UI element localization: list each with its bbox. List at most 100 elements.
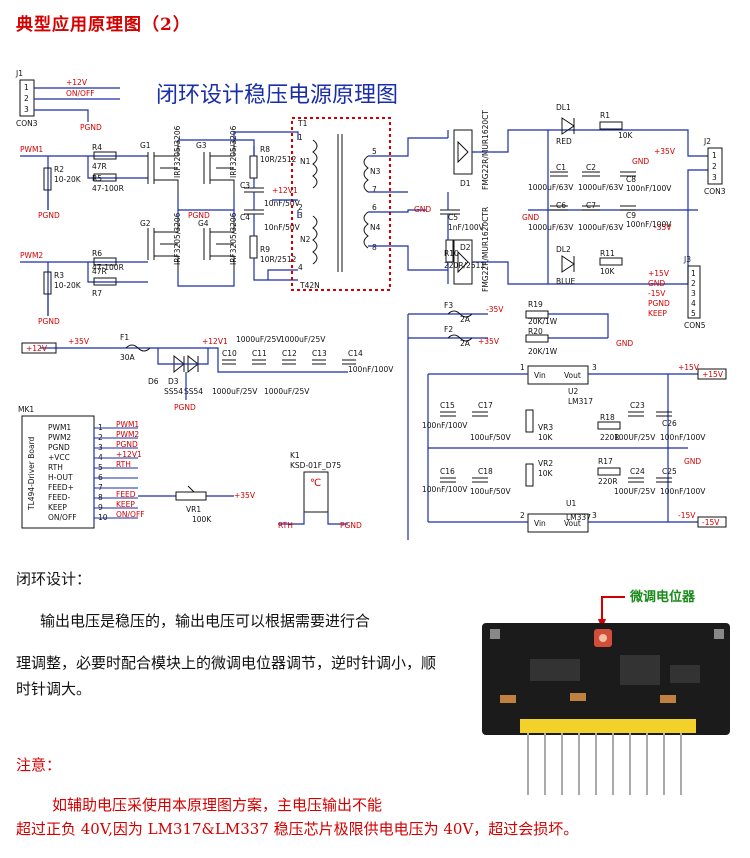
value-c18: 100uF/50V xyxy=(470,487,511,496)
mk1-pin-net: PWM2 xyxy=(116,430,139,439)
note-line-1: 如辅助电压采使用本原理图方案，主电压输出不能 xyxy=(52,796,383,814)
led-dl2: DL2 BLUE xyxy=(556,245,575,286)
u1-pin-2: 2 xyxy=(520,511,525,520)
j3-pin-3: 3 xyxy=(691,289,696,298)
value-r1: 10K xyxy=(618,131,634,140)
pcb-board xyxy=(482,623,730,735)
label-c17: C17 xyxy=(478,401,493,410)
pgnd-1: PGND xyxy=(38,211,60,220)
label-r9: R9 xyxy=(260,245,270,254)
resistor-r8 xyxy=(249,155,258,179)
label-r5: R5 xyxy=(92,174,102,183)
u2-pin-3: 3 xyxy=(592,363,597,372)
label-r4: R4 xyxy=(92,143,102,152)
j1-pin-2: 2 xyxy=(24,94,29,103)
led-dl1-color: RED xyxy=(556,137,572,146)
value-r2: 10-20K xyxy=(54,175,82,184)
pin-header xyxy=(520,719,696,733)
label-r1: R1 xyxy=(600,111,610,120)
u1-pin-3: 3 xyxy=(592,511,597,520)
value-r4: 47R xyxy=(92,162,107,171)
value-r20: 20K/1W xyxy=(528,347,558,356)
net-pgnd-k1: PGND xyxy=(340,521,362,530)
plus15-tag xyxy=(697,368,727,380)
tpin-7: 7 xyxy=(372,185,377,194)
pcb-pad-1 xyxy=(490,629,500,639)
ic-chip-2 xyxy=(620,655,660,685)
j3-net-5: KEEP xyxy=(648,309,667,318)
pcb-pad-2 xyxy=(714,629,724,639)
description-line-1: 输出电压是稳压的，输出电压可以根据需要进行合 xyxy=(40,612,371,630)
thermal-switch-k1 xyxy=(303,471,329,513)
tpin-8: 8 xyxy=(372,243,377,252)
net-rth-k1: RTH xyxy=(278,521,293,530)
winding-n4: N4 xyxy=(370,223,381,232)
mk1-ref: MK1 xyxy=(18,405,34,414)
resistor-r9 xyxy=(249,235,258,259)
value-vr3: 10K xyxy=(538,433,554,442)
note-heading: 注意： xyxy=(16,756,62,774)
trimmer-callout: 微调电位器 xyxy=(629,589,696,605)
mk1-pin-label: ON/OFF xyxy=(48,513,77,522)
transformer-ref: T1 xyxy=(297,119,308,128)
label-r2: R2 xyxy=(54,165,64,174)
resistor-r7 xyxy=(93,277,117,286)
value-c5: 1nF/100V xyxy=(448,223,485,232)
value-c2: 1000uF/63V xyxy=(578,183,624,192)
ic-chip-3 xyxy=(670,665,700,683)
mosfet-g4-label: G4 xyxy=(198,219,209,228)
label-vr1: VR1 xyxy=(186,505,201,514)
led-dl2-color: BLUE xyxy=(556,277,575,286)
value-c12: 1000uF/25V xyxy=(212,387,258,396)
label-d6: D6 xyxy=(148,377,159,386)
net-minus15-reg: -15V xyxy=(678,511,696,520)
j1-connector xyxy=(19,79,35,117)
u1-vin: Vin xyxy=(534,519,546,528)
winding-n3: N3 xyxy=(370,167,381,176)
j3-name: CON5 xyxy=(684,321,706,330)
gnd-reg: GND xyxy=(684,457,701,466)
net-minus35-in: -35V xyxy=(486,305,504,314)
value-c9: 100nF/100V xyxy=(626,220,672,229)
j3-pin-5: 5 xyxy=(691,309,696,318)
smd-2 xyxy=(570,693,586,701)
fuse-f2-value: 2A xyxy=(460,339,471,348)
mk1-board-name: TL494-Driver Board xyxy=(27,436,36,511)
plus15-tag-text: +15V xyxy=(702,370,724,379)
label-r19: R19 xyxy=(528,300,543,309)
label-vr2: VR2 xyxy=(538,459,553,468)
regulator-passives xyxy=(440,409,672,487)
resistor-r6 xyxy=(93,257,117,266)
resistor-r4 xyxy=(93,151,117,160)
diode-d1-part: FMG22R/MUR1620CT xyxy=(481,110,490,190)
j3-connector xyxy=(687,265,701,319)
u2-ref: U2 xyxy=(568,387,578,396)
j2-pin-3: 3 xyxy=(712,173,717,182)
net-plus35-vr1: +35V xyxy=(234,491,256,500)
j3-net-3: -15V xyxy=(648,289,666,298)
mosfet-g2-label: G2 xyxy=(140,219,151,228)
j3-net-1: +15V xyxy=(648,269,670,278)
u2-vout: Vout xyxy=(564,371,581,380)
resistor-r19 xyxy=(525,310,549,319)
value-c14: 100nF/100V xyxy=(348,365,394,374)
label-c7: C7 xyxy=(586,201,596,210)
mosfet-g1-label: G1 xyxy=(140,141,151,150)
mk1-pin-label: RTH xyxy=(48,463,63,472)
net-12v-input: +35V xyxy=(68,337,90,346)
j1-net-12v: +12V xyxy=(66,78,88,87)
thermal-symbol: ℃ xyxy=(310,478,321,489)
mk1-pin-net: RTH xyxy=(116,460,131,469)
j2-connector xyxy=(707,147,723,185)
resistor-r11 xyxy=(599,257,623,266)
label-c16: C16 xyxy=(440,467,455,476)
label-r8: R8 xyxy=(260,145,270,154)
mk1-pin-net: +12V1 xyxy=(116,450,142,459)
tpin-6: 6 xyxy=(372,203,377,212)
led-dl1: DL1 RED xyxy=(556,103,575,146)
fuse-f1-label: F1 xyxy=(120,333,129,342)
description-line-2: 理调整，必要时配合模块上的微调电位器调节，逆时针调小，顺时针调大。 xyxy=(16,654,437,698)
fuse-f3-label: F3 xyxy=(444,301,453,310)
u2-pin-1: 1 xyxy=(520,363,525,372)
j1-net-onoff: ON/OFF xyxy=(66,89,95,98)
